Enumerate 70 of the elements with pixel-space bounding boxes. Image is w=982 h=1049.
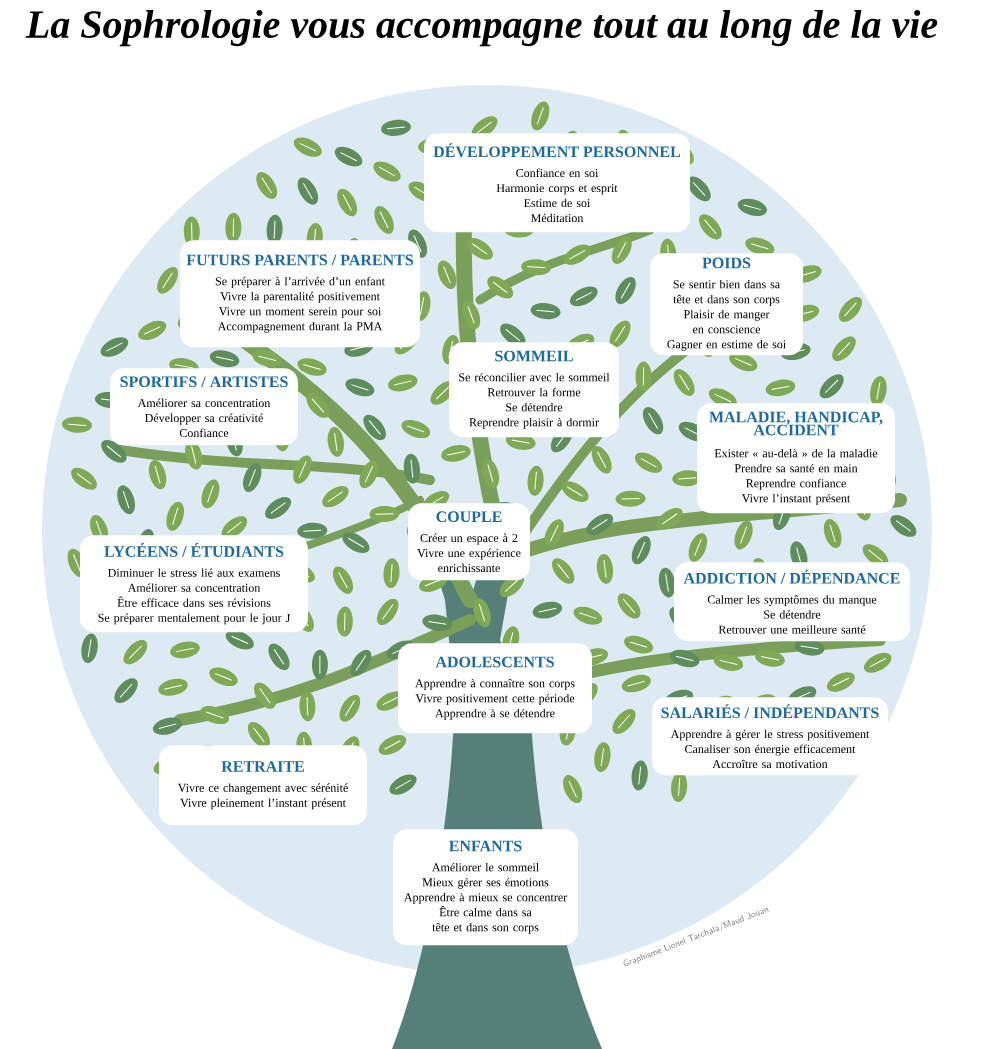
card-item: Gagner en estime de soi bbox=[667, 339, 786, 351]
card-item: Se réconcilier avec le sommeil bbox=[459, 372, 610, 382]
card bbox=[393, 829, 578, 946]
card bbox=[398, 643, 592, 734]
card-item: Apprendre à mieux se concentrer bbox=[404, 892, 568, 904]
card-item: Vivre l’instant présent bbox=[741, 493, 851, 505]
card bbox=[674, 562, 910, 642]
card-item: Créer un espace à 2 bbox=[420, 533, 518, 545]
card-item: Vivre une expérience enrichissante bbox=[417, 548, 521, 573]
card-item: Diminuer le stress lié aux examens bbox=[108, 568, 280, 577]
card-item: Méditation bbox=[531, 213, 584, 223]
card bbox=[424, 133, 690, 233]
card-item: Exister « au-delà » de la maladie bbox=[714, 448, 878, 458]
card-item: Améliorer sa concentration bbox=[137, 398, 271, 408]
card-item: Se préparer à l’arrivée d’un enfant bbox=[215, 276, 385, 288]
card-heading: POIDS bbox=[702, 257, 751, 269]
card-heading: LYCÉENS / ÉTUDIANTS bbox=[104, 543, 284, 557]
card-item: Améliorer sa concentration bbox=[127, 583, 261, 592]
card-item: Harmonie corps et esprit bbox=[496, 184, 618, 195]
card-item: Être calme dans sa tête et dans son corps bbox=[432, 905, 539, 934]
card-item: Accroître sa motivation bbox=[712, 759, 828, 769]
card-item: Développer sa créativité bbox=[145, 413, 263, 425]
card-item: Vivre pleinement l’instant présent bbox=[180, 798, 346, 810]
card-item: Vivre ce changement avec sérénité bbox=[177, 783, 348, 795]
card-item: Apprendre à connaître son corps bbox=[415, 678, 575, 690]
card-item: Se détendre bbox=[506, 402, 563, 412]
card bbox=[180, 240, 420, 348]
card-item: Calmer les symptômes du manque bbox=[707, 595, 877, 607]
card bbox=[80, 535, 308, 633]
card-heading: COUPLE bbox=[436, 511, 502, 523]
card-item: Prendre sa santé en main bbox=[734, 463, 858, 473]
card-item: Estime de soi bbox=[524, 198, 591, 208]
card-item: Mieux gérer ses émotions bbox=[422, 877, 549, 889]
card-heading: ADDICTION / DÉPENDANCE bbox=[683, 569, 900, 584]
card-item: Apprendre à se détendre bbox=[435, 708, 555, 720]
card-item: Retrouver une meilleure santé bbox=[718, 625, 866, 634]
card-heading: RETRAITE bbox=[221, 761, 304, 772]
card-heading: SPORTIFS / ARTISTES bbox=[120, 376, 288, 388]
card-heading: ENFANTS bbox=[449, 840, 522, 852]
card-item: Plaisir de manger en conscience bbox=[683, 309, 770, 334]
card-item: Vivre la parentalité positivement bbox=[220, 291, 380, 303]
card bbox=[159, 745, 367, 826]
card-heading: SALARIÉS / INDÉPENDANTS bbox=[661, 704, 879, 719]
card bbox=[449, 342, 619, 438]
card bbox=[652, 697, 888, 776]
card-item: Être efficace dans ses révisions bbox=[117, 596, 271, 607]
card-item: Confiance en soi bbox=[516, 168, 599, 178]
card-item: Se sentir bien dans sa tête et dans son corps bbox=[673, 279, 780, 306]
card-item: Canaliser son énergie efficacement bbox=[685, 744, 856, 756]
card-item: Vivre un moment serein pour soi bbox=[218, 307, 382, 318]
card-heading: ADOLESCENTS bbox=[435, 656, 554, 668]
card-heading: SOMMEIL bbox=[495, 350, 573, 362]
card-item: Accompagnement durant la PMA bbox=[217, 321, 383, 333]
card-heading: MALADIE, HANDICAP, ACCIDENT bbox=[709, 411, 883, 436]
card-item: Améliorer le sommeil bbox=[431, 862, 539, 872]
card bbox=[408, 503, 530, 581]
card bbox=[650, 253, 803, 356]
card-item: Reprendre plaisir à dormir bbox=[469, 417, 599, 429]
card-item: Se préparer mentalement pour le jour J bbox=[98, 613, 291, 625]
card-item: Vivre positivement cette période bbox=[415, 693, 575, 705]
card bbox=[697, 403, 895, 514]
card-heading: DÉVELOPPEMENT PERSONNEL bbox=[433, 143, 681, 158]
card-item: Confiance bbox=[179, 428, 229, 438]
card-heading: FUTURS PARENTS / PARENTS bbox=[186, 254, 413, 266]
card-item: Apprendre à gérer le stress positivement bbox=[670, 729, 870, 741]
card-item: Reprendre confiance bbox=[746, 478, 846, 490]
card-item: Se détendre bbox=[764, 610, 821, 619]
card bbox=[110, 368, 298, 446]
card-item: Retrouver la forme bbox=[487, 387, 581, 397]
title: La Sophrologie vous accompagne tout au long de la vie bbox=[25, 9, 938, 47]
